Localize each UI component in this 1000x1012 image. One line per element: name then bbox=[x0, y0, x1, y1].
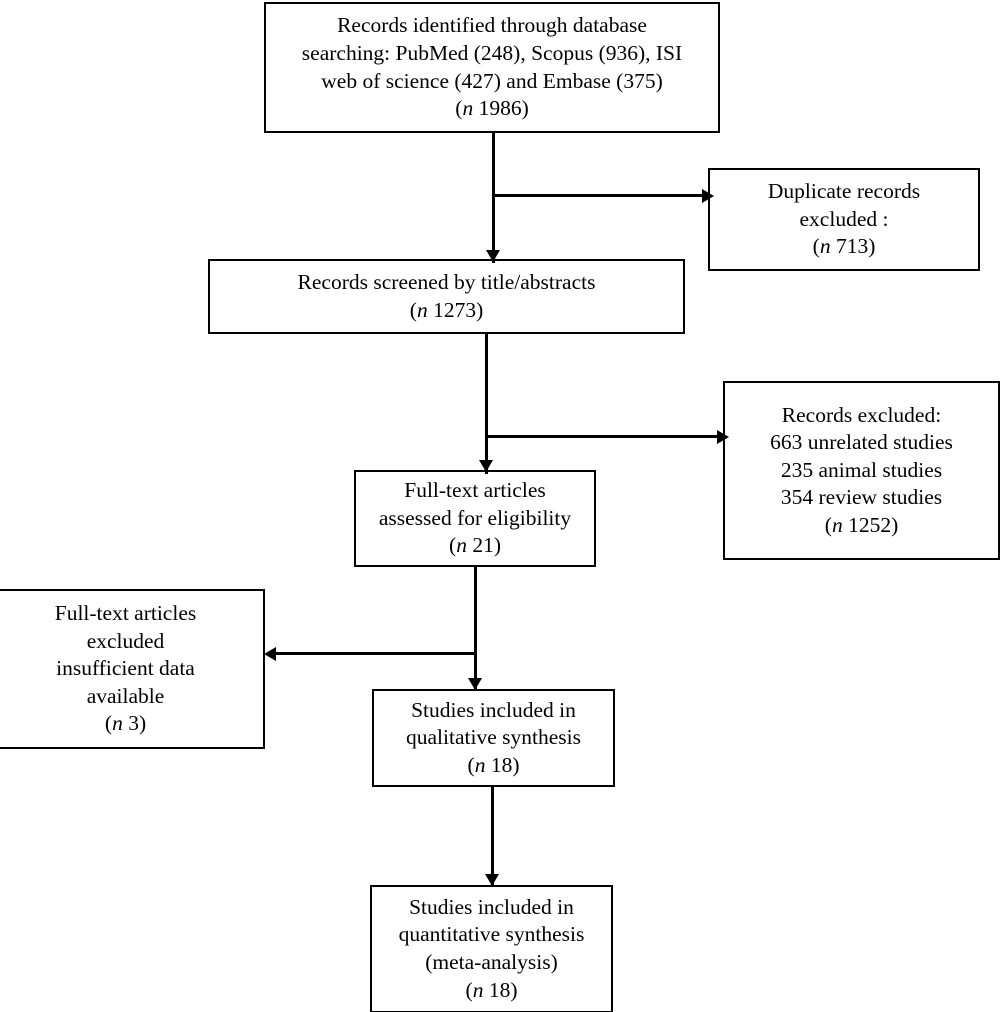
fulltext-assessed-line-2: assessed for eligibility bbox=[378, 505, 572, 530]
quantitative-line-3: (meta-analysis) bbox=[425, 950, 558, 974]
fulltext-excluded-line-4: available bbox=[86, 683, 165, 708]
fulltext-excluded-line-1: Full-text articles bbox=[54, 601, 197, 626]
arrow-down-icon-to-fulltext-assessed bbox=[479, 460, 493, 472]
quantitative-line-1: Studies included in bbox=[409, 894, 574, 919]
records-excluded-line-1: Records excluded: bbox=[781, 402, 942, 427]
quantitative-line-2: quantitative synthesis bbox=[398, 922, 585, 947]
connector-fulltext-to-fulltext-excluded-line bbox=[276, 652, 476, 655]
records-identified-line-3: web of science (427) and Embase (375) bbox=[321, 68, 663, 93]
arrow-down-icon-to-quantitative bbox=[485, 874, 499, 886]
duplicates-line-1: Duplicate records bbox=[767, 179, 921, 204]
fulltext-excluded-line-2: excluded bbox=[86, 628, 165, 653]
arrow-right-icon-to-records-excluded bbox=[717, 430, 729, 444]
qualitative-line-2: qualitative synthesis bbox=[406, 725, 581, 750]
duplicates-line-2: excluded : bbox=[799, 206, 889, 231]
screened-line-1: Records screened by title/abstracts bbox=[297, 269, 596, 294]
qualitative-count: (n 18) bbox=[467, 752, 520, 777]
records-identified-line-2: searching: PubMed (248), Scopus (936), I… bbox=[301, 40, 683, 65]
fulltext-excluded-line-3: insufficient data bbox=[56, 656, 195, 681]
fulltext-excluded-box: Full-text articles excluded insufficient… bbox=[0, 589, 265, 749]
connector-identified-to-screened-line bbox=[492, 133, 495, 263]
fulltext-excluded-count: (n 3) bbox=[104, 711, 147, 736]
connector-screened-to-excluded-line bbox=[486, 435, 724, 438]
records-identified-box: Records identified through database sear… bbox=[264, 2, 720, 133]
fulltext-assessed-box: Full-text articles assessed for eligibil… bbox=[354, 470, 596, 567]
records-excluded-count: (n 1252) bbox=[824, 512, 899, 537]
connector-fulltext-to-qualitative-line bbox=[474, 567, 477, 691]
records-excluded-line-3: 235 animal studies bbox=[780, 457, 943, 482]
connector-qualitative-to-quantitative-line bbox=[491, 787, 494, 887]
connector-screened-to-fulltext-line bbox=[485, 334, 488, 474]
duplicates-count: (n 713) bbox=[812, 234, 876, 259]
arrow-down-icon-to-screened bbox=[486, 250, 500, 262]
arrow-left-icon-to-fulltext-excluded bbox=[264, 647, 276, 661]
arrow-down-icon-to-qualitative bbox=[468, 678, 482, 690]
screened-count: (n 1273) bbox=[409, 297, 484, 322]
records-excluded-line-4: 354 review studies bbox=[780, 485, 943, 510]
arrow-right-icon-to-duplicates bbox=[702, 189, 714, 203]
records-screened-box: Records screened by title/abstracts (n 1… bbox=[208, 259, 685, 334]
quantitative-count: (n 18) bbox=[465, 977, 518, 1002]
connector-identified-to-duplicates-line bbox=[493, 194, 709, 197]
fulltext-assessed-count: (n 21) bbox=[449, 533, 501, 558]
records-excluded-line-2: 663 unrelated studies bbox=[770, 430, 953, 455]
quantitative-synthesis-box: Studies included in quantitative synthes… bbox=[370, 885, 613, 1012]
qualitative-synthesis-box: Studies included in qualitative synthesi… bbox=[372, 689, 615, 787]
records-identified-count: (n 1986) bbox=[455, 96, 529, 121]
duplicate-records-excluded-box: Duplicate records excluded : (n 713) bbox=[708, 168, 980, 271]
records-excluded-box: Records excluded: 663 unrelated studies … bbox=[723, 381, 1000, 560]
fulltext-assessed-line-1: Full-text articles bbox=[404, 478, 546, 503]
qualitative-line-1: Studies included in bbox=[411, 697, 576, 722]
records-identified-line-1: Records identified through database bbox=[337, 13, 647, 38]
